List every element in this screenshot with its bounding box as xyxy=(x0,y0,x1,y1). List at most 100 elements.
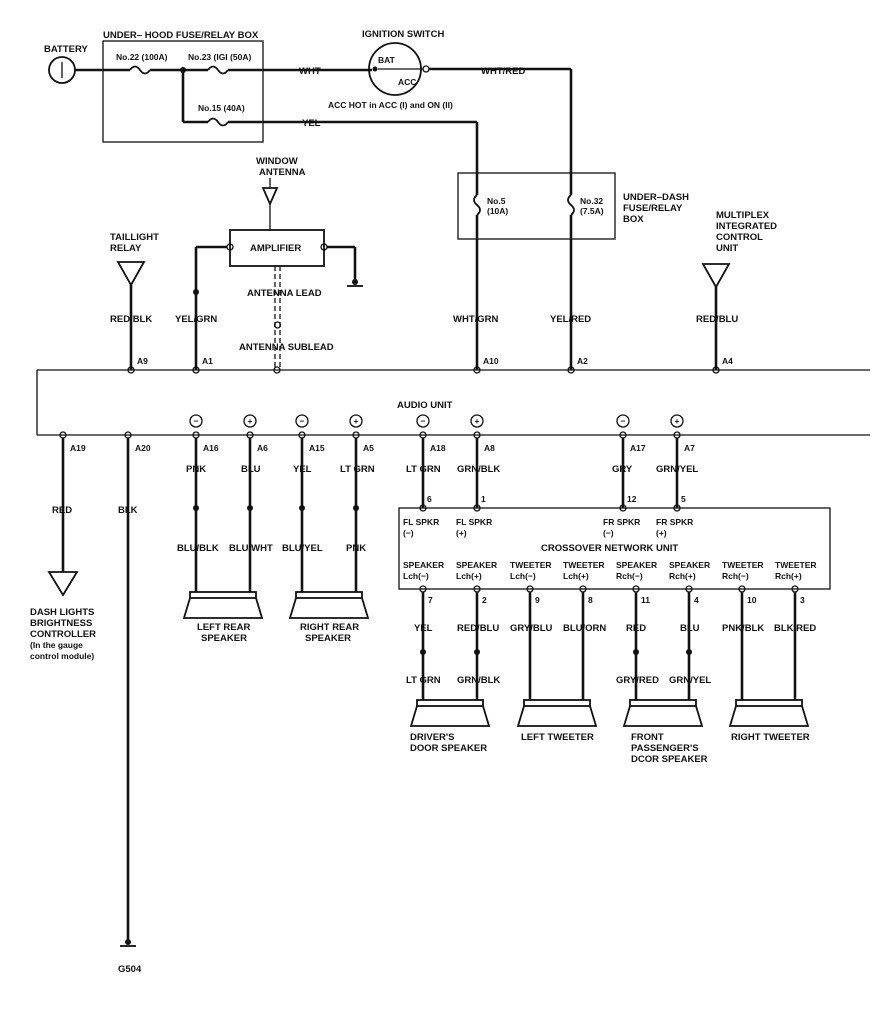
polarity-a6: + xyxy=(248,416,253,426)
underdash-fuse-box xyxy=(457,172,616,240)
underdash-label-1: UNDER–DASH xyxy=(623,192,689,203)
polarity-a8: + xyxy=(475,416,480,426)
pin-2: 2 xyxy=(482,595,487,605)
passenger-speaker-label-1: FRONT xyxy=(631,732,664,743)
out5-a: SPEAKER xyxy=(616,560,657,570)
pin-a8: A8 xyxy=(484,443,495,453)
audio-unit-label: AUDIO UNIT xyxy=(397,400,453,411)
wire-red-blu-label: RED/BLU xyxy=(696,314,738,325)
polarity-a17: − xyxy=(621,416,626,426)
micu-label-4: UNIT xyxy=(716,243,738,254)
out1-a: SPEAKER xyxy=(403,560,444,570)
pin-5: 5 xyxy=(681,494,686,504)
window-antenna-label-1: WINDOW xyxy=(256,156,298,167)
fuse5-label-a: No.5 xyxy=(487,196,506,206)
pin-4: 4 xyxy=(694,595,699,605)
wire-yel-label: YEL xyxy=(302,118,321,129)
out2-a: SPEAKER xyxy=(456,560,497,570)
wire-blu-yel-label: BLU/YEL xyxy=(282,543,323,554)
underdash-label-3: BOX xyxy=(623,214,644,225)
audio-unit-top-pins xyxy=(127,366,720,374)
fuse22-label: No.22 (100A) xyxy=(116,52,168,62)
pin-a16: A16 xyxy=(203,443,219,453)
fl-spkr-minus-1: FL SPKR xyxy=(403,517,439,527)
fuse5-symbol xyxy=(473,194,481,216)
wire-lt-grn-label-front: LT GRN xyxy=(406,464,441,475)
pin-a19: A19 xyxy=(70,443,86,453)
out4-a: TWEETER xyxy=(563,560,605,570)
wire-out-blk-red: BLK/RED xyxy=(774,623,816,634)
fr-spkr-minus-1: FR SPKR xyxy=(603,517,640,527)
wire-pnk2-label: PNK xyxy=(346,543,366,554)
fl-spkr-plus-2: (+) xyxy=(456,528,467,538)
out5-b: Rch(−) xyxy=(616,571,643,581)
dash-label-5: control module) xyxy=(30,651,94,661)
drivers-speaker-label-2: DOOR SPEAKER xyxy=(410,743,487,754)
taillight-relay-icon xyxy=(116,261,146,287)
wire-red-label: RED xyxy=(52,505,72,516)
amplifier-label: AMPLIFIER xyxy=(250,243,301,254)
pin-a7: A7 xyxy=(684,443,695,453)
wire-out-grn-blk: GRN/BLK xyxy=(457,675,500,686)
crossover-network-unit xyxy=(398,507,831,590)
right-tweeter-label: RIGHT TWEETER xyxy=(731,732,810,743)
underhood-box-label: UNDER– HOOD FUSE/RELAY BOX xyxy=(103,30,259,41)
polarity-a5: + xyxy=(354,416,359,426)
wire-blu-label: BLU xyxy=(241,464,261,475)
fr-spkr-minus-2: (−) xyxy=(603,528,614,538)
ignition-acc-label: ACC xyxy=(398,77,416,87)
pin-1: 1 xyxy=(481,494,486,504)
wire-yel-label-rear: YEL xyxy=(293,464,312,475)
fl-spkr-minus-2: (−) xyxy=(403,528,414,538)
crossover-input-pins xyxy=(419,504,681,512)
pin-11: 11 xyxy=(641,595,650,605)
wire-yel-grn-label: YEL/GRN xyxy=(175,314,217,325)
acc-hot-note: ACC HOT in ACC (I) and ON (II) xyxy=(328,100,453,110)
wire-out-gry-blu: GRY/BLU xyxy=(510,623,553,634)
left-rear-speaker-label-1: LEFT REAR xyxy=(197,622,250,633)
wire-wht-grn-label: WHT/GRN xyxy=(453,314,499,325)
wire-out-yel: YEL xyxy=(414,623,433,634)
right-rear-speaker-label-1: RIGHT REAR xyxy=(300,622,359,633)
ignition-switch-label: IGNITION SWITCH xyxy=(362,29,444,40)
wire-out-red-blu: RED/BLU xyxy=(457,623,499,634)
out8-a: TWEETER xyxy=(775,560,817,570)
wire-blu-wht-label: BLU/WHT xyxy=(229,543,273,554)
fuse22-symbol xyxy=(129,65,151,75)
underhood-fuse-box xyxy=(102,40,264,143)
left-rear-speaker-label-2: SPEAKER xyxy=(201,633,247,644)
wire-blu-blk-label: BLU/BLK xyxy=(177,543,219,554)
wire-lt-grn-label-rear: LT GRN xyxy=(340,464,375,475)
dash-label-3: CONTROLLER xyxy=(30,629,96,640)
passenger-speaker-label-2: PASSENGER'S xyxy=(631,743,699,754)
taillight-relay-label-1: TAILLIGHT xyxy=(110,232,159,243)
passenger-speaker-label-3: DCOR SPEAKER xyxy=(631,754,708,765)
window-antenna-icon xyxy=(261,178,279,230)
fuse23-label: No.23 (IGI (50A) xyxy=(188,52,251,62)
wire-red-blk-label: RED/BLK xyxy=(110,314,152,325)
pin-a9: A9 xyxy=(137,356,148,366)
wire-out-pnk-blk: PNK/BLK xyxy=(722,623,764,634)
taillight-relay-label-2: RELAY xyxy=(110,243,142,254)
pin-a2: A2 xyxy=(577,356,588,366)
window-antenna-label-2: ANTENNA xyxy=(259,167,306,178)
wire-wht-label: WHT xyxy=(299,66,321,77)
dash-label-2: BRIGHTNESS xyxy=(30,618,92,629)
wire-out-blu-orn: BLU/ORN xyxy=(563,623,606,634)
underdash-label-2: FUSE/RELAY xyxy=(623,203,683,214)
micu-label-3: CONTROL xyxy=(716,232,763,243)
drivers-speaker-label-1: DRIVER'S xyxy=(410,732,455,743)
out3-b: Lch(−) xyxy=(510,571,536,581)
wire-grn-blk-label-front: GRN/BLK xyxy=(457,464,500,475)
fuse15-label: No.15 (40A) xyxy=(198,103,245,113)
battery-feed-wires xyxy=(75,65,479,195)
out4-b: Lch(+) xyxy=(563,571,589,581)
polarity-a18: − xyxy=(421,416,426,426)
out2-b: Lch(+) xyxy=(456,571,482,581)
out6-b: Rch(+) xyxy=(669,571,696,581)
ignition-switch: BAT ACC xyxy=(368,42,430,96)
pin-8: 8 xyxy=(588,595,593,605)
wire-out-lt-grn: LT GRN xyxy=(406,675,441,686)
dash-label-4: (In the gauge xyxy=(30,640,83,650)
pin-6: 6 xyxy=(427,494,432,504)
